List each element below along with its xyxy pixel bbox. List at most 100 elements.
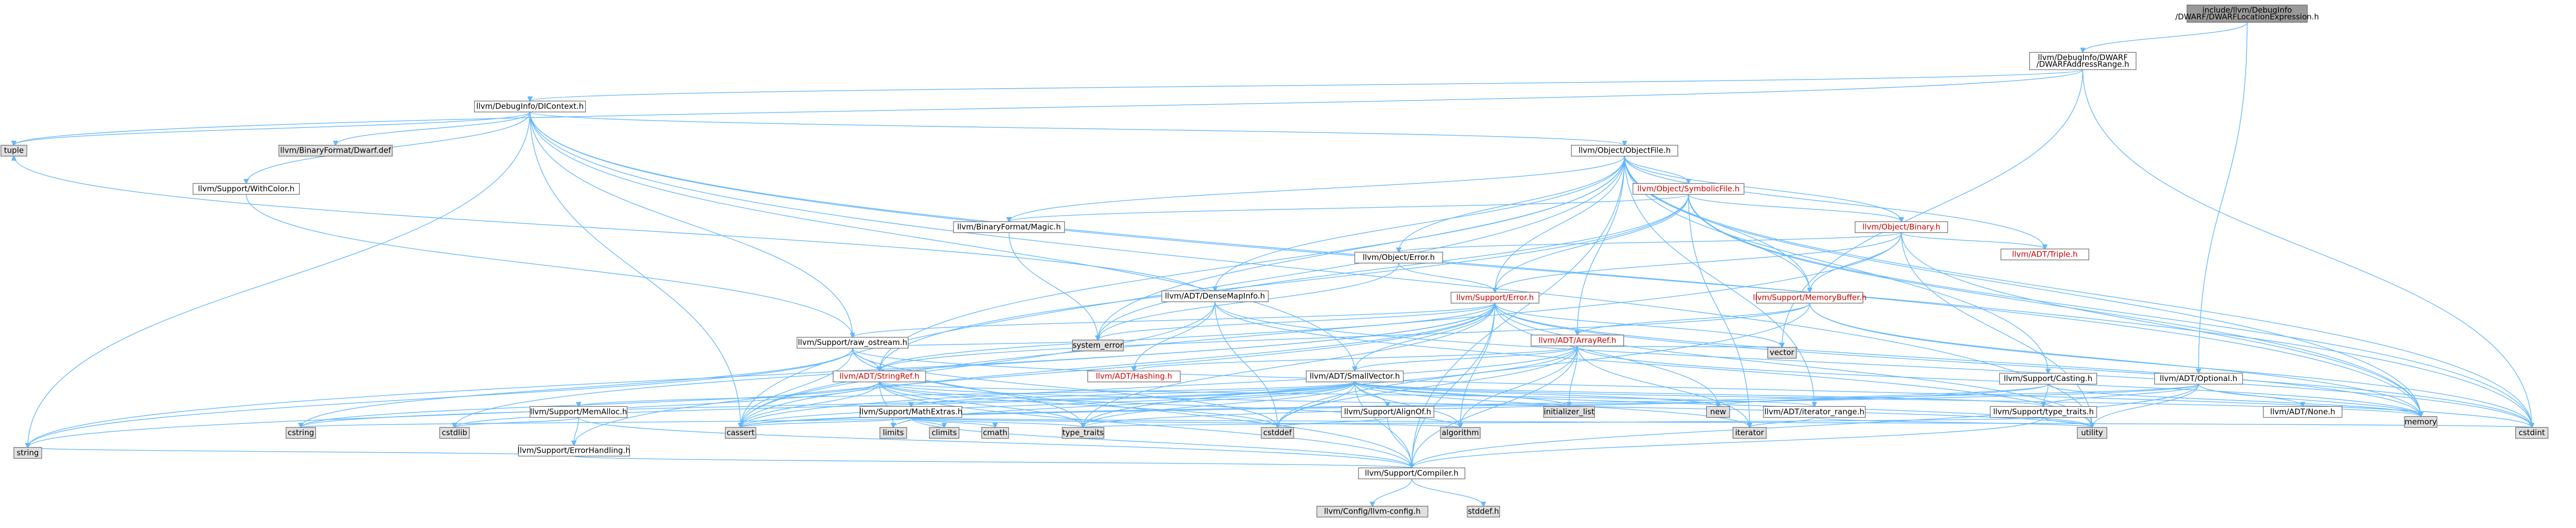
node-box bbox=[796, 337, 909, 349]
node-label: limits bbox=[883, 428, 904, 437]
node-binary[interactable]: llvm/Object/Binary.h bbox=[1855, 221, 1948, 233]
edge-typetraits_llvm-to-utility bbox=[2043, 417, 2092, 427]
edge-memalloc-to-errorhandling bbox=[574, 417, 579, 445]
node-casting[interactable]: llvm/Support/Casting.h bbox=[1999, 373, 2097, 385]
node-memalloc[interactable]: llvm/Support/MemAlloc.h bbox=[530, 406, 628, 418]
node-label: cstdint bbox=[2519, 428, 2545, 437]
edge-stringref-to-compiler bbox=[879, 382, 1412, 468]
node-adtnone[interactable]: llvm/ADT/None.h bbox=[2263, 406, 2343, 418]
node-label: tuple bbox=[4, 146, 24, 155]
edge-supporterror-to-utility bbox=[1495, 303, 2092, 427]
edge-objectfile-to-triple bbox=[1624, 156, 2045, 249]
edge-memorybuffer-to-stringref bbox=[879, 303, 1810, 371]
node-label: stddef.h bbox=[1468, 507, 1499, 516]
node-withcolor[interactable]: llvm/Support/WithColor.h bbox=[193, 183, 300, 195]
edge-supporterror-to-cassert bbox=[740, 303, 1496, 427]
edge-casting-to-memory bbox=[2047, 384, 2420, 417]
node-box bbox=[1087, 370, 1181, 383]
node-box bbox=[1261, 427, 1294, 439]
edge-supporterror-to-stringref bbox=[879, 303, 1496, 371]
node-layer: include/llvm/DebugInfo/DWARF/DWARFLocati… bbox=[1, 5, 2549, 518]
node-addrrange[interactable]: llvm/DebugInfo/DWARF/DWARFAddressRange.h bbox=[2029, 52, 2137, 70]
edge-objectfile-to-cstdint bbox=[1624, 156, 2532, 427]
edge-typetraits_llvm-to-typetraits bbox=[1083, 417, 2044, 427]
edge-stringref-to-utility bbox=[879, 382, 2092, 427]
node-symbolicfile[interactable]: llvm/Object/SymbolicFile.h bbox=[1632, 183, 1744, 195]
edge-dicontext-to-tuple bbox=[14, 111, 531, 145]
edge-matheextras-to-cassert bbox=[740, 417, 911, 427]
node-box bbox=[2263, 406, 2343, 418]
node-label: llvm/ADT/SmallVector.h bbox=[1310, 372, 1400, 381]
node-box bbox=[2154, 373, 2243, 385]
edge-optional-to-compiler bbox=[1412, 384, 2199, 468]
edge-errorhandling-to-compiler bbox=[573, 455, 1412, 468]
edge-casting-to-typetraits bbox=[1083, 384, 2049, 427]
node-compiler[interactable]: llvm/Support/Compiler.h bbox=[1358, 467, 1466, 480]
node-label: type_traits bbox=[1062, 428, 1104, 438]
node-label: /DWARFAddressRange.h bbox=[2037, 59, 2129, 69]
edge-compiler-to-llvmconfig bbox=[1372, 478, 1412, 506]
node-hashing[interactable]: llvm/ADT/Hashing.h bbox=[1087, 370, 1181, 383]
edge-smallvector-to-typetraits_llvm bbox=[1354, 382, 2044, 407]
node-typetraits_llvm[interactable]: llvm/Support/type_traits.h bbox=[1990, 406, 2097, 418]
edge-memalloc-to-compiler bbox=[578, 417, 1412, 468]
edge-symbolicfile-to-iterator bbox=[1688, 194, 1750, 427]
edge-symbolicfile-to-stringref bbox=[879, 194, 1689, 371]
node-smallvector[interactable]: llvm/ADT/SmallVector.h bbox=[1306, 370, 1404, 383]
node-iterrange[interactable]: llvm/ADT/iterator_range.h bbox=[1763, 406, 1866, 418]
node-optional[interactable]: llvm/ADT/Optional.h bbox=[2154, 373, 2243, 385]
node-box bbox=[1531, 335, 1624, 346]
node-box bbox=[1990, 406, 2097, 418]
node-arrayref[interactable]: llvm/ADT/ArrayRef.h bbox=[1531, 335, 1624, 346]
node-box bbox=[1, 145, 27, 157]
edge-rawostream-to-cstddef bbox=[852, 348, 1278, 427]
node-stddef: stddef.h bbox=[1467, 506, 1500, 518]
node-densemapinfo[interactable]: llvm/ADT/DenseMapInfo.h bbox=[1161, 290, 1269, 302]
edge-typetraits_llvm-to-compiler bbox=[1412, 417, 2044, 468]
node-alignof[interactable]: llvm/Support/AlignOf.h bbox=[1341, 406, 1434, 418]
node-errorhandling[interactable]: llvm/Support/ErrorHandling.h bbox=[518, 444, 631, 457]
edge-arrayref-to-cassert bbox=[740, 345, 1578, 427]
node-triple[interactable]: llvm/ADT/Triple.h bbox=[2001, 249, 2090, 260]
node-objerror[interactable]: llvm/Object/Error.h bbox=[1354, 252, 1443, 263]
node-rawostream[interactable]: llvm/Support/raw_ostream.h bbox=[796, 337, 909, 349]
node-memory: memory bbox=[2404, 416, 2437, 428]
edge-dicontext-to-smallvector bbox=[529, 112, 1355, 371]
node-dicontext[interactable]: llvm/DebugInfo/DIContext.h bbox=[474, 101, 586, 112]
edge-objectfile-to-arrayref bbox=[1578, 156, 1625, 335]
node-label: llvm/BinaryFormat/Magic.h bbox=[957, 222, 1061, 232]
node-llvmconfig: llvm/Config/llvm-config.h bbox=[1316, 506, 1429, 518]
edge-objectfile-to-magic bbox=[1009, 156, 1625, 222]
edge-objerror-to-supporterror bbox=[1398, 263, 1495, 292]
node-box bbox=[1467, 506, 1500, 518]
node-initlist: initializer_list bbox=[1543, 406, 1595, 418]
node-stringref[interactable]: llvm/ADT/StringRef.h bbox=[833, 370, 926, 383]
node-box bbox=[1440, 427, 1481, 439]
node-label: new bbox=[1710, 407, 1726, 416]
node-label: cmath bbox=[983, 428, 1007, 437]
node-box bbox=[2029, 52, 2137, 70]
node-box bbox=[2515, 427, 2549, 439]
node-label: llvm/ADT/ArrayRef.h bbox=[1538, 336, 1616, 345]
node-memorybuffer[interactable]: llvm/Support/MemoryBuffer.h bbox=[1753, 292, 1867, 304]
node-root[interactable]: include/llvm/DebugInfo/DWARF/DWARFLocati… bbox=[2175, 5, 2319, 23]
node-label: llvm/Object/ObjectFile.h bbox=[1579, 146, 1671, 155]
node-cstddef: cstddef bbox=[1261, 427, 1294, 439]
node-label: iterator bbox=[1735, 428, 1765, 437]
edge-dicontext-to-cstdint bbox=[529, 112, 2532, 427]
node-cassert: cassert bbox=[725, 427, 756, 439]
edge-iterrange-to-iterator bbox=[1750, 417, 1815, 427]
node-objectfile[interactable]: llvm/Object/ObjectFile.h bbox=[1571, 145, 1679, 157]
node-label: llvm/ADT/None.h bbox=[2270, 407, 2335, 416]
node-box bbox=[2077, 427, 2108, 439]
node-supporterror[interactable]: llvm/Support/Error.h bbox=[1450, 292, 1539, 304]
node-magic[interactable]: llvm/BinaryFormat/Magic.h bbox=[953, 221, 1065, 233]
edge-supporterror-to-typetraits bbox=[1083, 303, 1496, 427]
node-label: llvm/Support/type_traits.h bbox=[1993, 407, 2094, 417]
node-box bbox=[1358, 467, 1466, 480]
edge-memorybuffer-to-arrayref bbox=[1578, 303, 1810, 335]
edge-rawostream-to-cstring bbox=[301, 348, 853, 427]
node-matheextras[interactable]: llvm/Support/MathExtras.h bbox=[859, 406, 962, 418]
node-label: llvm/Config/llvm-config.h bbox=[1324, 507, 1420, 516]
node-label: llvm/ADT/StringRef.h bbox=[839, 372, 919, 381]
